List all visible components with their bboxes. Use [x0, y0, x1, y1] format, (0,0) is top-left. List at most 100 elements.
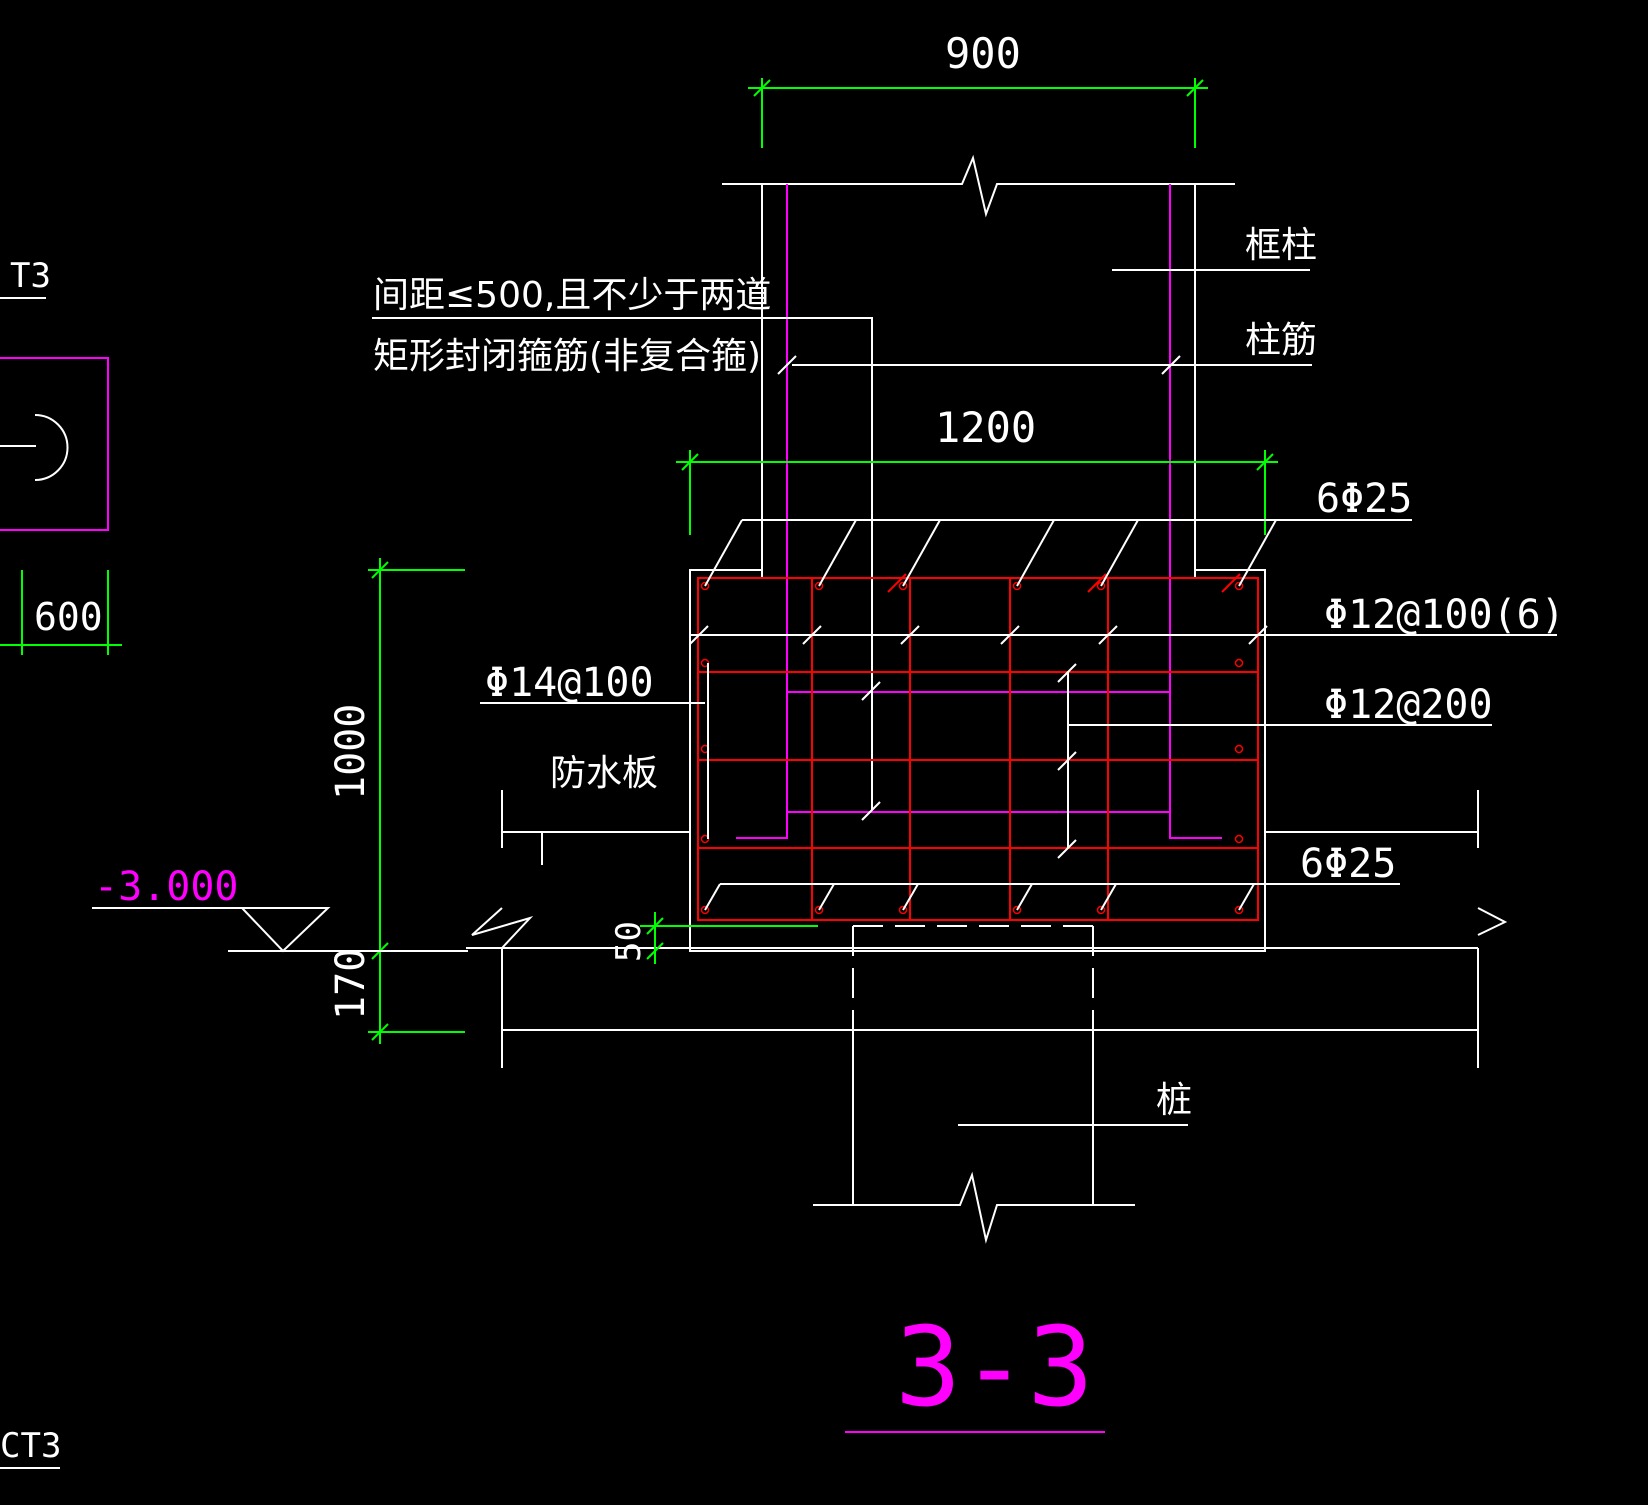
- red-tick-3: [1221, 573, 1241, 593]
- top-bar-2: [814, 581, 824, 591]
- cap-stirrup-outer: [697, 577, 1259, 921]
- stirrup-tick-6: [1248, 625, 1268, 645]
- leader-bottom-bar-1: [704, 883, 721, 911]
- leader-top-bar-5: [1100, 519, 1139, 587]
- section-title: 3-3: [895, 1303, 1094, 1431]
- left-partial-detail: T3 600 CT3: [0, 256, 122, 1469]
- dim-1200-tick-left: [681, 453, 699, 471]
- top-bar-6: [1234, 581, 1244, 591]
- stirrup-tick-3: [900, 625, 920, 645]
- label-top-bars: 6Φ25: [1316, 476, 1412, 522]
- waterproof-slab: [466, 790, 1508, 949]
- leader-top-bars: [704, 519, 1412, 587]
- slab-right-break: [1477, 907, 1508, 936]
- stirrup-tick-5: [1098, 625, 1118, 645]
- bottom-bar-5: [1096, 905, 1106, 915]
- dim-50-tick-top: [646, 917, 664, 935]
- pile-cap-outline: [689, 569, 1266, 952]
- dim-1000-label: 1000: [328, 704, 374, 800]
- leader-side-bars: [480, 663, 709, 839]
- dimension-900: [748, 78, 1208, 148]
- left-dim-600: 600: [34, 595, 103, 639]
- label-bottom-bars: 6Φ25: [1300, 841, 1396, 887]
- red-tick-2: [1087, 573, 1107, 593]
- dim-170-label: 170: [328, 948, 374, 1020]
- pile-cap: [689, 569, 1266, 952]
- left-tag-top: T3: [10, 256, 51, 296]
- dim-900-tick-right: [1186, 79, 1204, 97]
- top-bar-3: [898, 581, 908, 591]
- level-label: -3.000: [94, 864, 239, 910]
- column-bar-left: [736, 184, 788, 839]
- leader-top-bar-2: [818, 519, 857, 587]
- tie-tick-1: [1057, 663, 1077, 683]
- bottom-bar-2: [814, 905, 824, 915]
- label-kz: 框柱: [1245, 225, 1317, 266]
- side-bar-right-2: [1234, 744, 1244, 754]
- label-side-bars: Φ14@100: [485, 660, 654, 706]
- dim-900-tick-left: [753, 79, 771, 97]
- stirrup-note-line-2: 矩形封闭箍筋(非复合箍): [373, 336, 761, 377]
- slab-left-break: [471, 907, 534, 949]
- side-bar-right-1: [1234, 658, 1244, 668]
- leader-bottom-bar-5: [1100, 883, 1117, 911]
- dim-50-tick-bottom: [646, 942, 664, 960]
- leader-zj-tick-left: [777, 355, 797, 375]
- label-stirrup-main: Φ12@100(6): [1324, 592, 1565, 638]
- left-tag-bottom: CT3: [0, 1426, 61, 1466]
- stirrup-tick-1: [689, 625, 709, 645]
- top-bar-1: [700, 581, 710, 591]
- top-bar-4: [1012, 581, 1022, 591]
- dim-900-label: 900: [945, 29, 1021, 78]
- stirrup-tick-2: [802, 625, 822, 645]
- top-bar-5: [1096, 581, 1106, 591]
- stirrup-note-line-1: 间距≤500,且不少于两道: [373, 275, 771, 316]
- leader-top-bar-3: [902, 519, 941, 587]
- leader-top-bar-1: [704, 519, 743, 587]
- leaders-column: [372, 269, 1312, 821]
- dim-50-label: 50: [609, 921, 649, 962]
- stirrup-tick-4: [1000, 625, 1020, 645]
- label-zj: 柱筋: [1245, 320, 1317, 361]
- red-tick-1: [887, 573, 907, 593]
- column: [722, 154, 1235, 578]
- tie-tick-3: [1057, 839, 1077, 859]
- dim-tick-bottom: [371, 1023, 389, 1041]
- level-mark: [92, 907, 468, 953]
- level-triangle: [239, 907, 331, 953]
- leader-stirrup-tick-1: [861, 801, 881, 821]
- column-bar-right: [1169, 184, 1222, 839]
- label-waterproof: 防水板: [550, 753, 658, 794]
- leader-bottom-bar-3: [902, 883, 919, 911]
- bottom-bar-6: [1234, 905, 1244, 915]
- leader-zj-tick-right: [1161, 355, 1181, 375]
- bottom-bar-4: [1012, 905, 1022, 915]
- leader-stirrup-note: [372, 317, 873, 810]
- leader-tie-bars: [1057, 663, 1492, 859]
- leader-bottom-bars: [704, 883, 1400, 911]
- leader-stirrup-tick-2: [861, 681, 881, 701]
- tie-tick-2: [1057, 751, 1077, 771]
- dim-1200-tick-right: [1256, 453, 1274, 471]
- label-tie-bars: Φ12@200: [1324, 682, 1493, 728]
- left-pile-circle: [34, 414, 69, 481]
- dim-1200-label: 1200: [935, 403, 1036, 452]
- pile-break-line: [813, 1171, 1135, 1244]
- leader-top-bar-4: [1016, 519, 1055, 587]
- leader-bottom-bar-4: [1016, 883, 1033, 911]
- leader-bottom-bar-6: [1238, 883, 1255, 911]
- side-bar-right-3: [1234, 834, 1244, 844]
- bottom-bar-3: [898, 905, 908, 915]
- dim-tick-top: [371, 561, 389, 579]
- left-column-outline: [0, 357, 109, 531]
- column-break-line: [722, 154, 1235, 218]
- label-pile: 桩: [1156, 1080, 1192, 1121]
- leader-stirrup-main: [689, 625, 1557, 645]
- column-bars: [736, 184, 1222, 839]
- cap-red-ticks: [887, 573, 1241, 593]
- leader-bottom-bar-2: [818, 883, 835, 911]
- bottom-bar-1: [700, 905, 710, 915]
- leader-top-bar-6: [1238, 519, 1277, 587]
